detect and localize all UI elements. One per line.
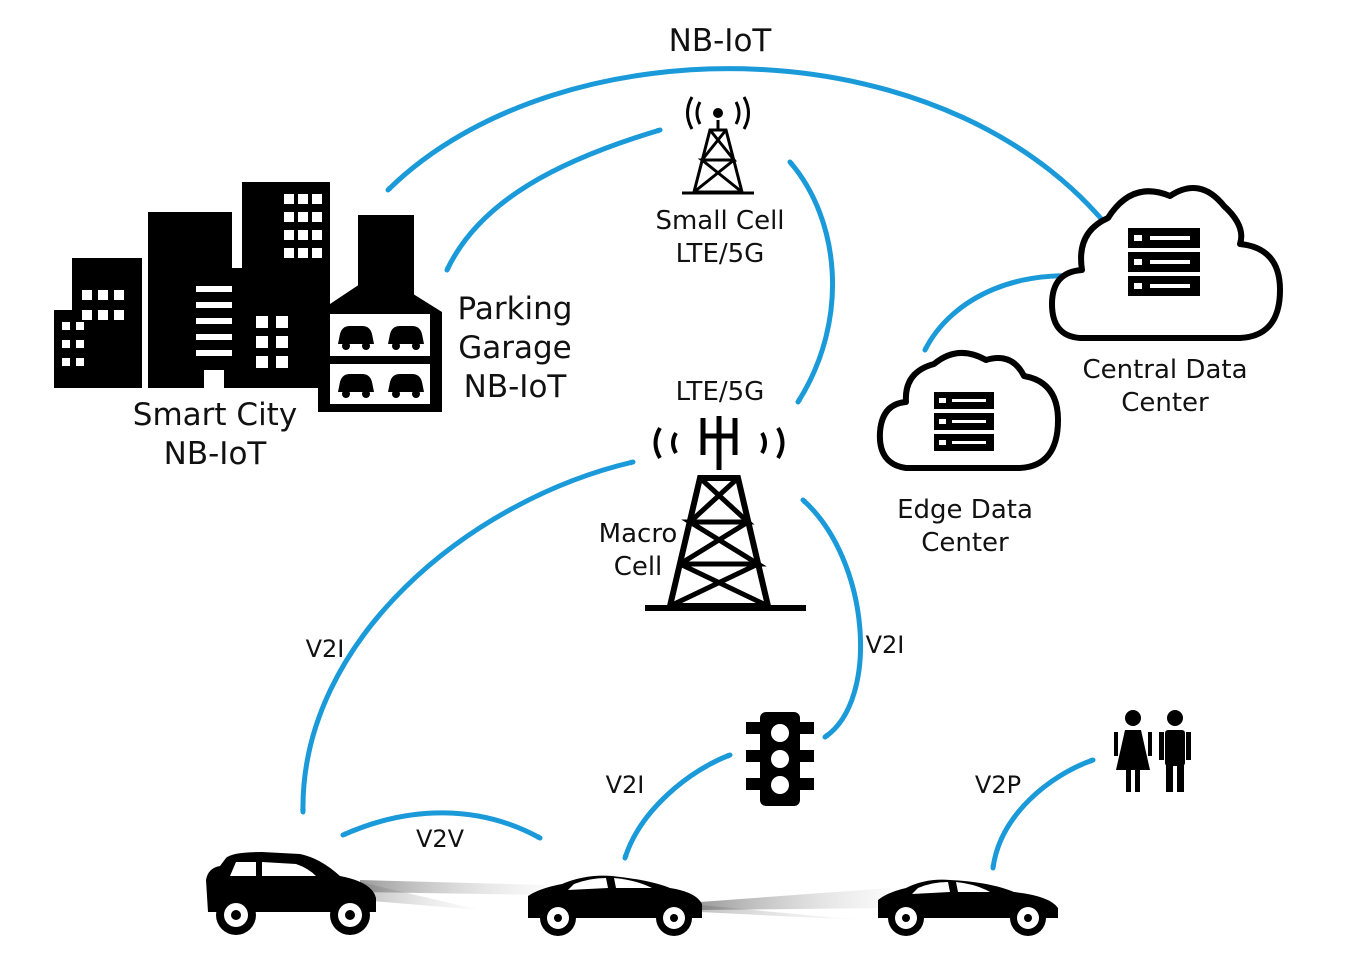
nbiot-top-label: NB-IoT: [668, 23, 772, 59]
v2p-label: V2P: [974, 771, 1022, 799]
edge-dc-label-line2: Center: [921, 527, 1009, 558]
sedan-to-traffic-light-v2i-arrow: [622, 752, 733, 861]
parking-garage-label: Parking Garage NB-IoT: [440, 290, 590, 406]
parking-label-line3: NB-IoT: [463, 368, 567, 405]
v2i-left-label: V2I: [305, 635, 345, 663]
nbiot-city-to-central-arrow: [385, 66, 1125, 248]
macro-cell-tower-icon: [645, 416, 806, 611]
v2v-label: V2V: [415, 825, 465, 853]
traffic-light-icon: [746, 712, 814, 806]
v2p-arrow: [990, 757, 1096, 871]
macro-to-traffic-light-v2i-arrow: [800, 497, 864, 740]
smart-city-label: Smart City NB-IoT: [110, 396, 320, 474]
edge-data-center-icon: [876, 350, 1061, 471]
small-cell-label-line2: LTE/5G: [675, 238, 765, 269]
small-cell-label-line1: Small Cell: [655, 206, 785, 236]
parking-garage-icon: [318, 272, 442, 412]
suv-car-icon: [206, 852, 376, 935]
v2i-middle-label: V2I: [605, 771, 645, 799]
v2v-arrow: [340, 810, 543, 841]
small-cell-tower-icon: [682, 96, 754, 195]
central-dc-label-line1: Central Data: [1082, 355, 1248, 385]
coupe-car-icon: [878, 879, 1058, 936]
macro-top-label: LTE/5G: [675, 377, 765, 407]
small-cell-to-macro-arrow: [787, 159, 836, 405]
smart-city-label-line2: NB-IoT: [163, 435, 267, 472]
macro-cell-label: Macro Cell: [578, 518, 698, 583]
small-cell-label: Small Cell LTE/5G: [620, 205, 820, 270]
parking-label-line2: Garage: [458, 329, 572, 366]
macro-label-line2: Cell: [613, 551, 663, 582]
parking-label-line1: Parking: [457, 291, 573, 327]
central-data-center-label: Central Data Center: [1060, 354, 1270, 419]
central-data-center-icon: [1049, 185, 1283, 341]
connection-arrows: [300, 66, 1125, 871]
macro-to-suv-v2i-arrow: [300, 459, 636, 815]
smart-city-label-line1: Smart City: [132, 397, 298, 433]
pedestrians-icon: [1114, 710, 1191, 792]
headlight-beams: [360, 880, 890, 920]
edge-dc-label-line1: Edge Data: [897, 495, 1033, 525]
small-cell-to-parking-arrow: [444, 127, 663, 273]
sedan-car-icon: [528, 875, 702, 936]
central-dc-label-line2: Center: [1121, 387, 1209, 418]
macro-label-line1: Macro: [598, 519, 678, 549]
edge-data-center-label: Edge Data Center: [870, 494, 1060, 559]
v2i-right-label: V2I: [865, 631, 905, 659]
